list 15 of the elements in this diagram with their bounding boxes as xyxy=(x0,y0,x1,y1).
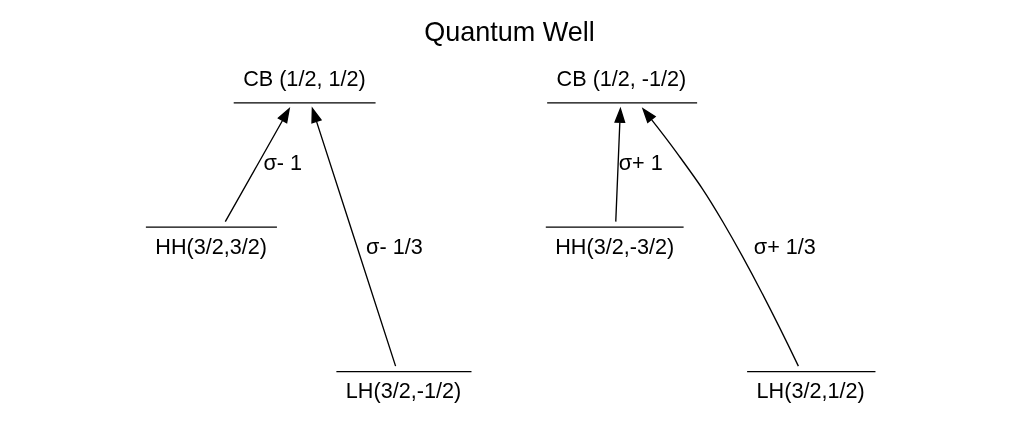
arrow xyxy=(224,106,290,223)
node-text: HH(3/2,-3/2) xyxy=(554,233,674,259)
edge-label: σ+ 1 xyxy=(618,150,663,176)
edge-label: σ+ 1/3 xyxy=(753,233,816,259)
arrow xyxy=(613,106,625,223)
node-text: LH(3/2,1/2) xyxy=(756,378,865,404)
arrow xyxy=(641,107,799,367)
diagram-title: Quantum Well xyxy=(423,16,595,47)
node-text: CB (1/2, -1/2) xyxy=(556,66,686,92)
arrow xyxy=(310,106,396,367)
node-text: HH(3/2,3/2) xyxy=(154,233,267,259)
edge-label: σ- 1/3 xyxy=(365,233,423,259)
edge-label: σ- 1 xyxy=(262,150,302,176)
node-text: CB (1/2, 1/2) xyxy=(242,66,366,92)
node-text: LH(3/2,-1/2) xyxy=(345,378,461,404)
